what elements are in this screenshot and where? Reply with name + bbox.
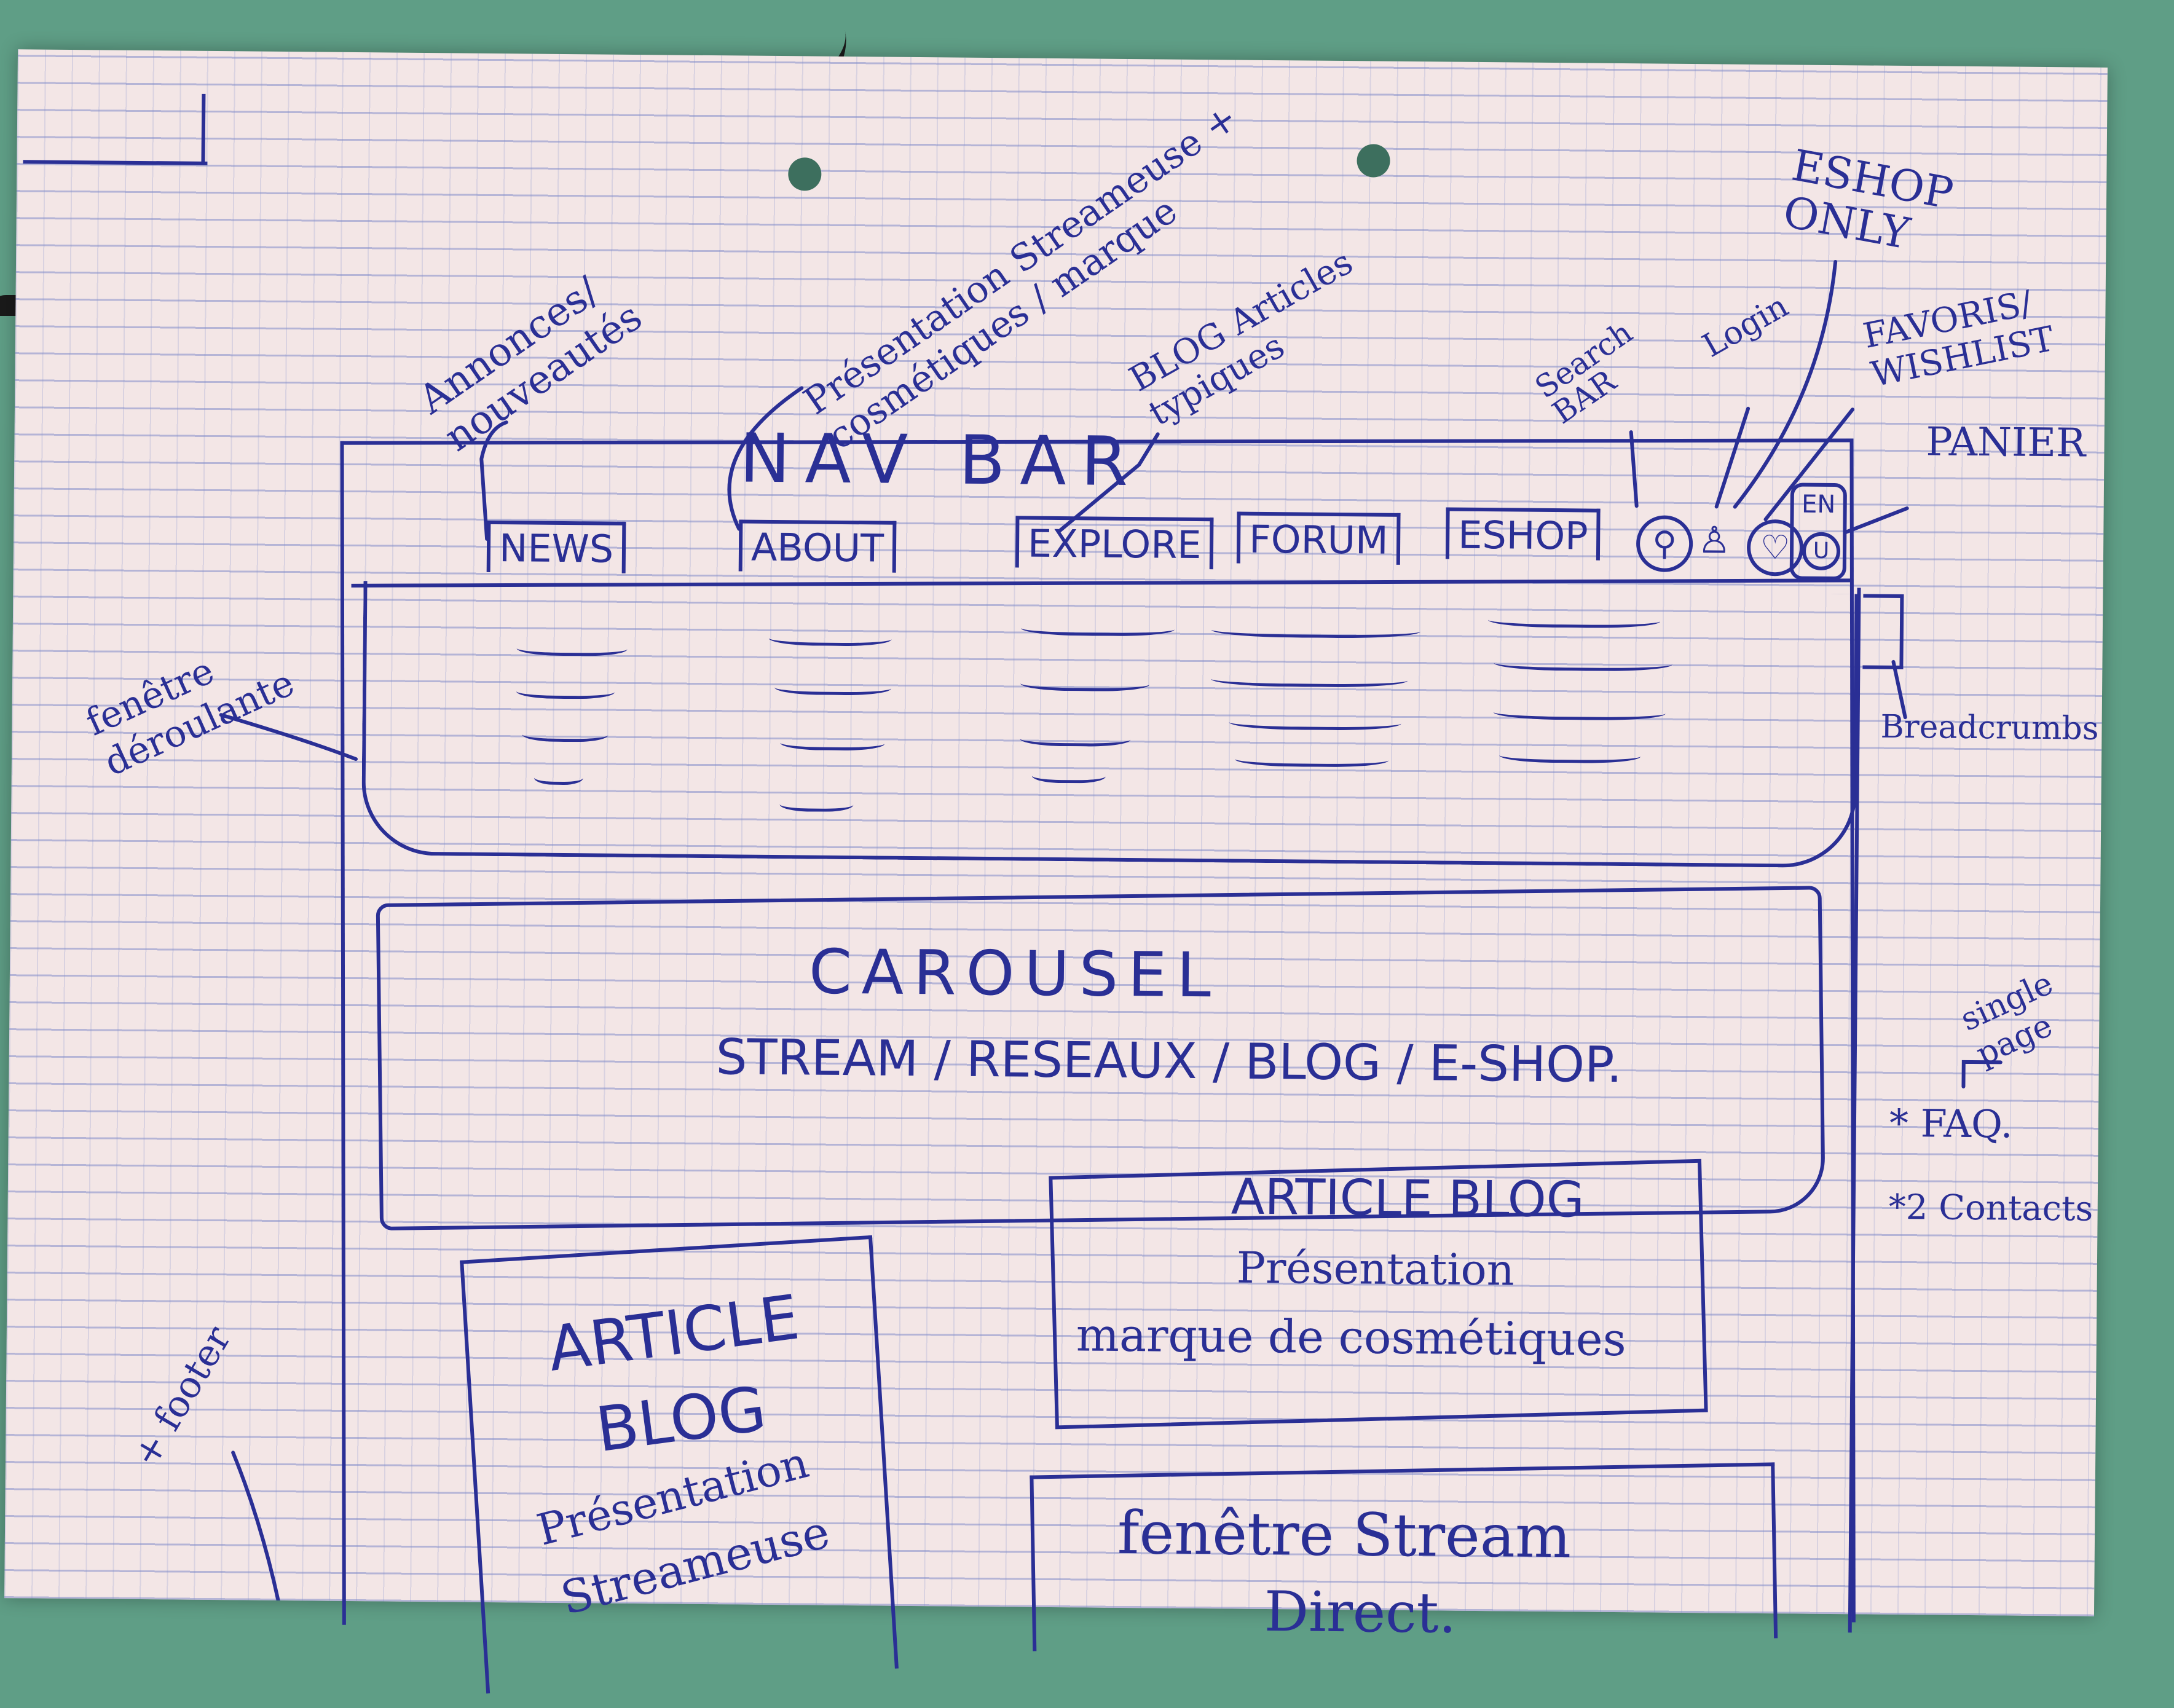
annotation-arrows [219,260,2003,1615]
paper-sheet: Annonces/ nouveautés Présentation Stream… [4,49,2108,1694]
